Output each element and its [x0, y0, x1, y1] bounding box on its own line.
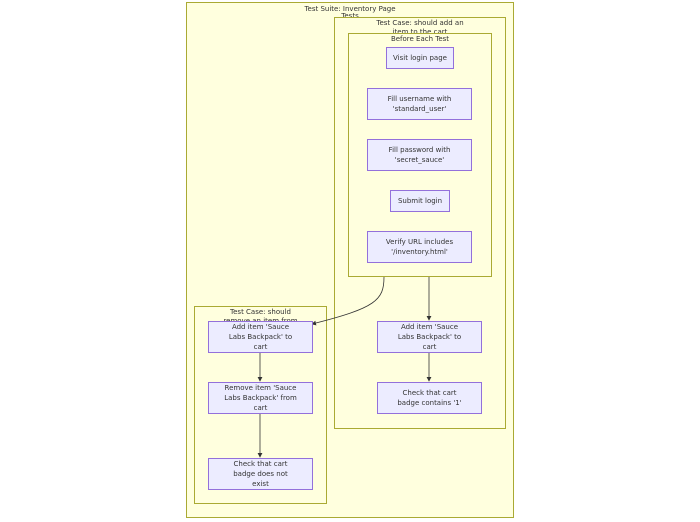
test-suite-title: Test Suite: Inventory Page	[304, 5, 396, 13]
step-submit-login: Submit login	[390, 190, 450, 212]
before-each-title: Before Each Test	[390, 35, 450, 43]
step-remove-item: Remove item 'Sauce Labs Backpack' from c…	[208, 382, 313, 414]
step-check-badge: Check that cart badge contains '1'	[377, 382, 482, 414]
step-fill-username: Fill username with 'standard_user'	[367, 88, 472, 120]
step-visit-login: Visit login page	[386, 47, 454, 69]
step-remove-case-add-item: Add item 'Sauce Labs Backpack' to cart	[208, 321, 313, 353]
test-case-add-title: Test Case: should add an item to the car…	[376, 19, 464, 36]
edge-beforeeach-to-remove-add	[311, 276, 385, 326]
tests-label: Tests	[341, 12, 359, 20]
step-check-no-badge: Check that cart badge does not exist	[208, 458, 313, 490]
step-add-item: Add item 'Sauce Labs Backpack' to cart	[377, 321, 482, 353]
step-verify-url: Verify URL includes '/inventory.html'	[367, 231, 472, 263]
step-fill-password: Fill password with 'secret_sauce'	[367, 139, 472, 171]
